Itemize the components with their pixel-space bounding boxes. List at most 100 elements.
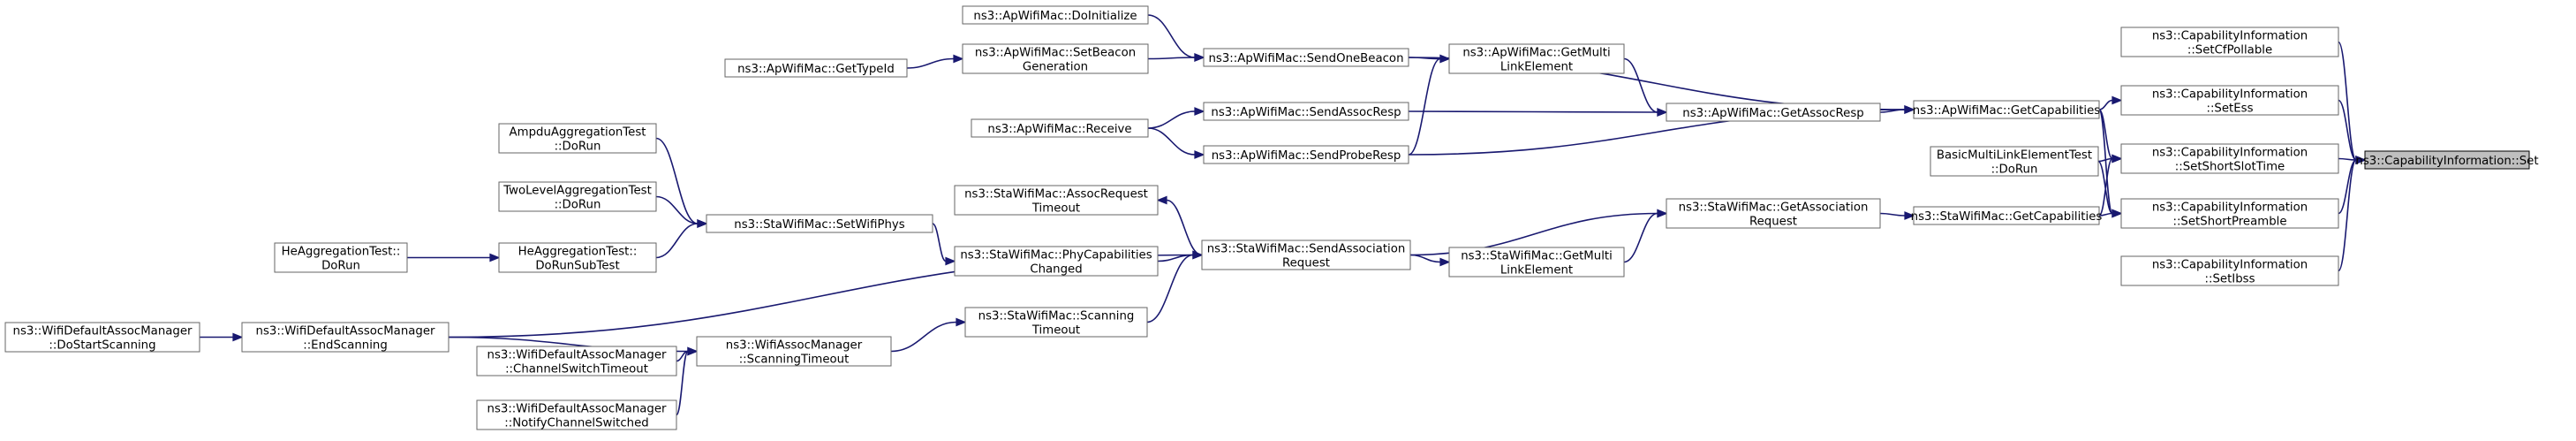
node-box xyxy=(706,214,933,233)
node-box xyxy=(241,322,449,353)
node-label: ::DoRun xyxy=(1991,163,2038,177)
arrowhead-icon xyxy=(1904,211,1915,220)
node-label: ns3::WifiAssocManager xyxy=(726,339,863,353)
edge-default-assoc-notify-channel-switched-to-assoc-manager-scanning-timeout xyxy=(676,350,689,416)
node-label: HeAggregationTest:: xyxy=(282,246,401,259)
arrowhead-icon xyxy=(489,253,501,262)
node-label: Request xyxy=(1282,257,1330,270)
node-ap-send-one-beacon[interactable]: ns3::ApWifiMac::SendOneBeacon xyxy=(1203,48,1409,67)
node-label: ns3::CapabilityInformation xyxy=(2152,88,2308,102)
node-label: ns3::WifiDefaultAssocManager xyxy=(487,349,667,362)
node-label: ns3::StaWifiMac::GetCapabilities xyxy=(1911,210,2103,224)
node-label: LinkElement xyxy=(1500,61,1573,74)
node-label: ns3::ApWifiMac::SetBeacon xyxy=(975,47,1136,60)
node-ap-receive[interactable]: ns3::ApWifiMac::Receive xyxy=(971,118,1149,138)
nodes-layer: ns3::CapabilityInformation::Setns3::Capa… xyxy=(4,5,2539,430)
node-he-aggregation-do-run-subtest[interactable]: HeAggregationTest::DoRunSubTest xyxy=(498,242,657,273)
node-label: Request xyxy=(1749,216,1797,229)
node-default-assoc-end-scanning[interactable]: ns3::WifiDefaultAssocManager::EndScannin… xyxy=(241,322,449,353)
node-box xyxy=(1203,48,1409,67)
arrowhead-icon xyxy=(1194,107,1205,116)
arrowhead-icon xyxy=(945,256,956,266)
edge-set-cf-pollable-to-capability-set xyxy=(2338,41,2357,161)
arrowhead-icon xyxy=(1156,195,1167,205)
node-default-assoc-notify-channel-switched[interactable]: ns3::WifiDefaultAssocManager::NotifyChan… xyxy=(476,399,677,430)
node-ap-get-type-id[interactable]: ns3::ApWifiMac::GetTypeId xyxy=(724,58,908,78)
node-box xyxy=(954,185,1159,216)
arrowhead-icon xyxy=(953,54,964,64)
node-basic-multilink-test[interactable]: BasicMultiLinkElementTest::DoRun xyxy=(1930,146,2099,177)
arrowhead-icon xyxy=(697,219,708,228)
node-box xyxy=(1930,146,2099,177)
node-label: ns3::StaWifiMac::GetAssociation xyxy=(1679,201,1869,215)
node-label: ::SetShortSlotTime xyxy=(2175,161,2285,174)
arrowhead-icon xyxy=(1439,54,1451,64)
node-label: ns3::StaWifiMac::GetMulti xyxy=(1461,250,1613,263)
node-label: ns3::CapabilityInformation xyxy=(2152,201,2308,215)
node-label: ::SetEss xyxy=(2206,103,2253,116)
node-label: ::DoRun xyxy=(555,199,601,212)
node-ap-send-assoc-resp[interactable]: ns3::ApWifiMac::SendAssocResp xyxy=(1203,102,1409,121)
edge-sta-get-capabilities-to-set-short-slot-time xyxy=(2098,157,2113,217)
node-set-short-slot-time[interactable]: ns3::CapabilityInformation::SetShortSlot… xyxy=(2120,143,2339,174)
edge-he-aggregation-do-run-subtest-to-sta-set-wifi-phys xyxy=(655,223,699,259)
node-box xyxy=(1201,240,1411,270)
edge-ap-receive-to-ap-send-assoc-resp xyxy=(1147,110,1196,129)
node-box xyxy=(498,242,657,273)
node-box xyxy=(1203,102,1409,121)
node-box xyxy=(1448,247,1625,278)
node-default-assoc-channel-switch-timeout[interactable]: ns3::WifiDefaultAssocManager::ChannelSwi… xyxy=(476,346,677,376)
edge-ap-get-type-id-to-ap-set-beacon-generation xyxy=(906,57,955,69)
node-default-assoc-do-start-scanning[interactable]: ns3::WifiDefaultAssocManager::DoStartSca… xyxy=(4,322,200,353)
edge-sta-send-association-request-to-sta-get-multilink xyxy=(1409,254,1441,263)
node-assoc-manager-scanning-timeout[interactable]: ns3::WifiAssocManager::ScanningTimeout xyxy=(696,336,892,367)
node-ap-send-probe-resp[interactable]: ns3::ApWifiMac::SendProbeResp xyxy=(1203,145,1409,164)
node-box xyxy=(1203,145,1409,164)
node-set-ess[interactable]: ns3::CapabilityInformation::SetEss xyxy=(2120,85,2339,116)
node-label: Timeout xyxy=(1031,324,1080,338)
edge-sta-scanning-timeout-to-sta-send-association-request xyxy=(1146,254,1194,323)
node-box xyxy=(476,399,677,430)
node-set-short-preamble[interactable]: ns3::CapabilityInformation::SetShortPrea… xyxy=(2120,198,2339,229)
node-two-level-aggregation-test[interactable]: TwoLevelAggregationTest::DoRun xyxy=(498,181,657,212)
node-box xyxy=(476,346,677,376)
node-he-aggregation-do-run[interactable]: HeAggregationTest::DoRun xyxy=(274,242,408,273)
node-box xyxy=(2120,27,2339,57)
node-box xyxy=(1448,43,1625,74)
node-ap-get-assoc-resp[interactable]: ns3::ApWifiMac::GetAssocResp xyxy=(1666,103,1881,122)
node-ampdu-aggregation-test[interactable]: AmpduAggregationTest::DoRun xyxy=(498,123,657,154)
arrowhead-icon xyxy=(1194,150,1205,159)
node-ap-get-capabilities[interactable]: ns3::ApWifiMac::GetCapabilities xyxy=(1913,100,2100,119)
node-label: ::DoRun xyxy=(555,141,601,154)
node-sta-get-capabilities[interactable]: ns3::StaWifiMac::GetCapabilities xyxy=(1911,206,2103,225)
arrowhead-icon xyxy=(2355,156,2367,164)
node-label: ns3::WifiDefaultAssocManager xyxy=(487,403,667,416)
arrowhead-icon xyxy=(2111,209,2123,218)
node-ap-do-initialize[interactable]: ns3::ApWifiMac::DoInitialize xyxy=(962,5,1149,25)
edge-ap-set-beacon-generation-to-ap-send-one-beacon xyxy=(1147,57,1196,60)
edge-ap-send-probe-resp-to-ap-get-multilink xyxy=(1408,57,1441,156)
edge-set-short-slot-time-to-capability-set xyxy=(2338,157,2357,161)
node-capability-set[interactable]: ns3::CapabilityInformation::Set xyxy=(2355,150,2539,170)
node-label: ::SetShortPreamble xyxy=(2172,216,2286,229)
arrowhead-icon xyxy=(2111,154,2123,163)
node-set-cf-pollable[interactable]: ns3::CapabilityInformation::SetCfPollabl… xyxy=(2120,27,2339,57)
node-box xyxy=(954,246,1159,277)
node-label: DoRun xyxy=(321,260,360,273)
node-set-ibss[interactable]: ns3::CapabilityInformation::SetIbss xyxy=(2120,255,2339,286)
node-label: ns3::CapabilityInformation::Set xyxy=(2355,155,2538,168)
node-sta-set-wifi-phys[interactable]: ns3::StaWifiMac::SetWifiPhys xyxy=(706,214,933,233)
arrowhead-icon xyxy=(1657,209,1668,218)
node-label: ns3::ApWifiMac::GetMulti xyxy=(1462,47,1610,60)
node-label: ::SetIbss xyxy=(2204,273,2255,286)
node-label: Changed xyxy=(1030,263,1082,277)
node-sta-scanning-timeout[interactable]: ns3::StaWifiMac::ScanningTimeout xyxy=(964,307,1148,338)
